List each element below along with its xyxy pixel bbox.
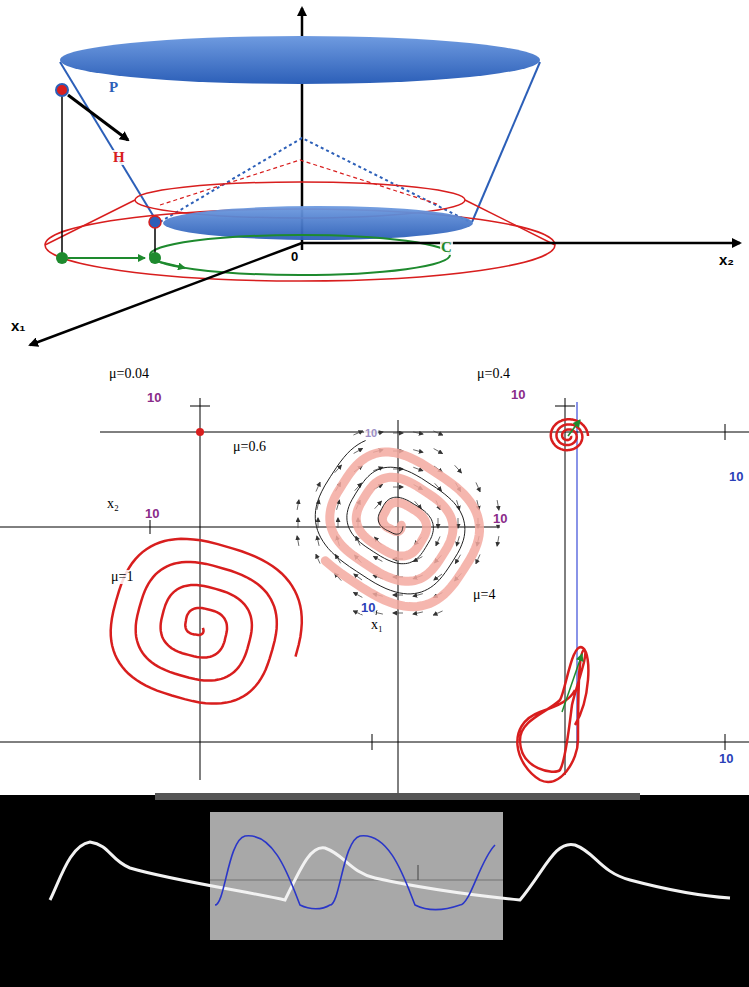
vector-arrow (374, 557, 383, 562)
parameter-label: μ=1 (110, 570, 134, 584)
vector-arrow (316, 554, 320, 563)
tick-label: 10 (146, 391, 162, 404)
vector-arrow (413, 612, 423, 614)
tick-label: 10 (360, 601, 376, 614)
vector-arrow (413, 432, 423, 434)
vector-arrow (434, 449, 443, 454)
point-label: P (108, 80, 119, 95)
axis-label: x₂ (718, 252, 735, 267)
vector-arrow (458, 518, 459, 528)
vector-arrow (455, 465, 462, 472)
vector-arrow (354, 593, 363, 598)
vector-arrow (476, 482, 480, 491)
tick-label: 10 (492, 512, 508, 525)
vector-arrow (393, 595, 403, 596)
vector-arrow (434, 574, 442, 580)
tick-label: 10 (510, 388, 526, 401)
parameter-label: μ=0.04 (108, 367, 150, 381)
vector-arrow (393, 433, 403, 434)
vector-arrow (497, 536, 499, 546)
tick-label: 10 (728, 470, 744, 483)
tick-label: 10 (144, 507, 160, 520)
point-label: C (440, 240, 453, 255)
tick-label: 10 (718, 752, 734, 765)
vector-arrow (433, 611, 442, 615)
vector-arrow (375, 501, 382, 508)
vector-arrow (457, 536, 460, 546)
axis-label: x₁ (10, 318, 27, 333)
vector-arrow (353, 431, 362, 435)
parameter-label: μ=0.4 (476, 367, 511, 381)
vector-arrow (354, 449, 363, 454)
axis-label: x₂ (106, 497, 120, 511)
vector-arrow (317, 536, 319, 546)
axis-label: x₁ (370, 618, 384, 632)
parameter-label: μ=4 (472, 588, 496, 602)
vector-arrow (297, 536, 299, 546)
vector-arrow (393, 613, 403, 614)
tick-label: 0 (290, 250, 299, 263)
parameter-label: μ=0.6 (232, 440, 267, 454)
vector-arrow (393, 487, 403, 488)
vector-arrow (433, 431, 442, 435)
vector-arrow (436, 536, 440, 545)
tick-label: 10 (364, 428, 378, 439)
vector-arrow (298, 518, 299, 528)
vector-arrow (297, 500, 299, 510)
vector-arrow (438, 518, 439, 528)
vector-arrow (497, 500, 499, 510)
vector-arrow (413, 594, 423, 597)
vector-arrow (316, 482, 320, 491)
point-label: H (112, 150, 126, 165)
vector-arrow (318, 518, 319, 528)
vector-arrow (338, 518, 339, 528)
vector-arrow (413, 450, 423, 453)
